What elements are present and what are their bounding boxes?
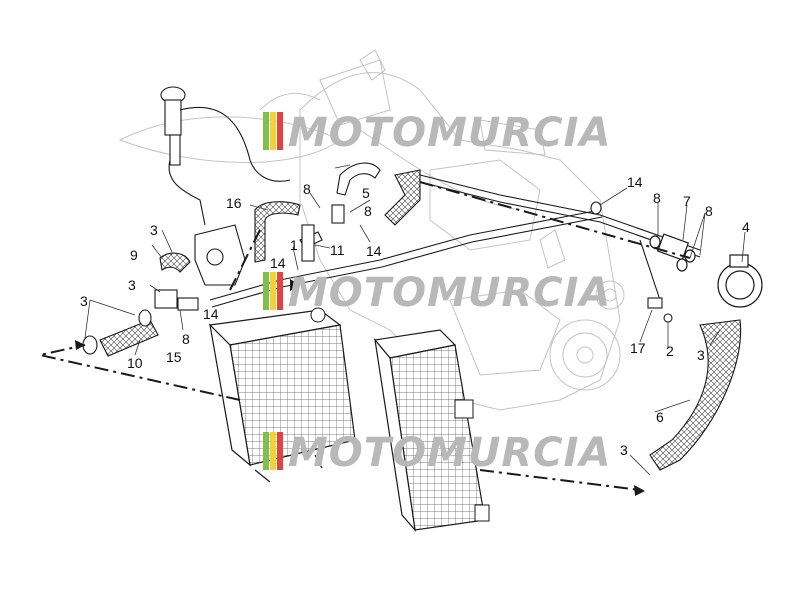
water-pump — [194, 224, 246, 286]
callout-3-top: 3 — [150, 222, 158, 238]
callout-8-b: 8 — [364, 203, 372, 219]
callout-4: 4 — [742, 219, 750, 235]
watermark-middle: MOTOMURCIA — [263, 270, 611, 316]
auxiliary-radiator — [373, 329, 490, 532]
callout-14-c: 14 — [270, 255, 286, 271]
coolant-flow-lines — [39, 181, 691, 491]
flow-arrows — [75, 279, 645, 496]
callout-7: 7 — [683, 193, 691, 209]
callout-2: 2 — [666, 343, 674, 359]
engine-ghost — [118, 49, 625, 411]
watermark-bottom: MOTOMURCIA — [263, 430, 611, 476]
callout-5: 5 — [362, 185, 370, 201]
callout-14-a: 14 — [366, 243, 382, 259]
filler-cap-assembly — [160, 86, 291, 226]
callout-3-right: 3 — [697, 347, 705, 363]
callout-14-b: 14 — [627, 174, 643, 190]
callout-6: 6 — [656, 409, 664, 425]
callout-8-d: 8 — [705, 203, 713, 219]
callout-10: 10 — [127, 355, 143, 371]
watermark-text: MOTOMURCIA — [288, 430, 611, 476]
callout-3-left: 3 — [80, 293, 88, 309]
callout-11: 11 — [330, 242, 345, 258]
callout-8-a: 8 — [303, 181, 311, 197]
callout-17: 17 — [630, 340, 646, 356]
callout-1: 1 — [290, 237, 298, 253]
watermark-top: MOTOMURCIA — [263, 110, 611, 156]
temperature-sensor — [647, 297, 673, 323]
callout-3-mid: 3 — [128, 277, 136, 293]
callout-9: 9 — [130, 247, 138, 263]
main-radiator — [208, 307, 356, 483]
callout-8-c: 8 — [653, 190, 661, 206]
thermostat-housing — [649, 233, 763, 308]
leader-lines — [84, 164, 746, 476]
callouts: 1 2 3 3 3 3 3 4 5 6 7 8 8 8 8 8 9 10 11 … — [80, 174, 750, 458]
callout-8-e: 8 — [182, 331, 190, 347]
callout-14-d: 14 — [203, 306, 219, 322]
callout-3-bottom: 3 — [620, 442, 628, 458]
left-fittings — [82, 201, 602, 355]
hoses — [99, 162, 742, 471]
watermark-text: MOTOMURCIA — [288, 270, 611, 316]
callout-15: 15 — [166, 349, 182, 365]
watermark-text: MOTOMURCIA — [288, 110, 611, 156]
callout-16: 16 — [226, 195, 242, 211]
